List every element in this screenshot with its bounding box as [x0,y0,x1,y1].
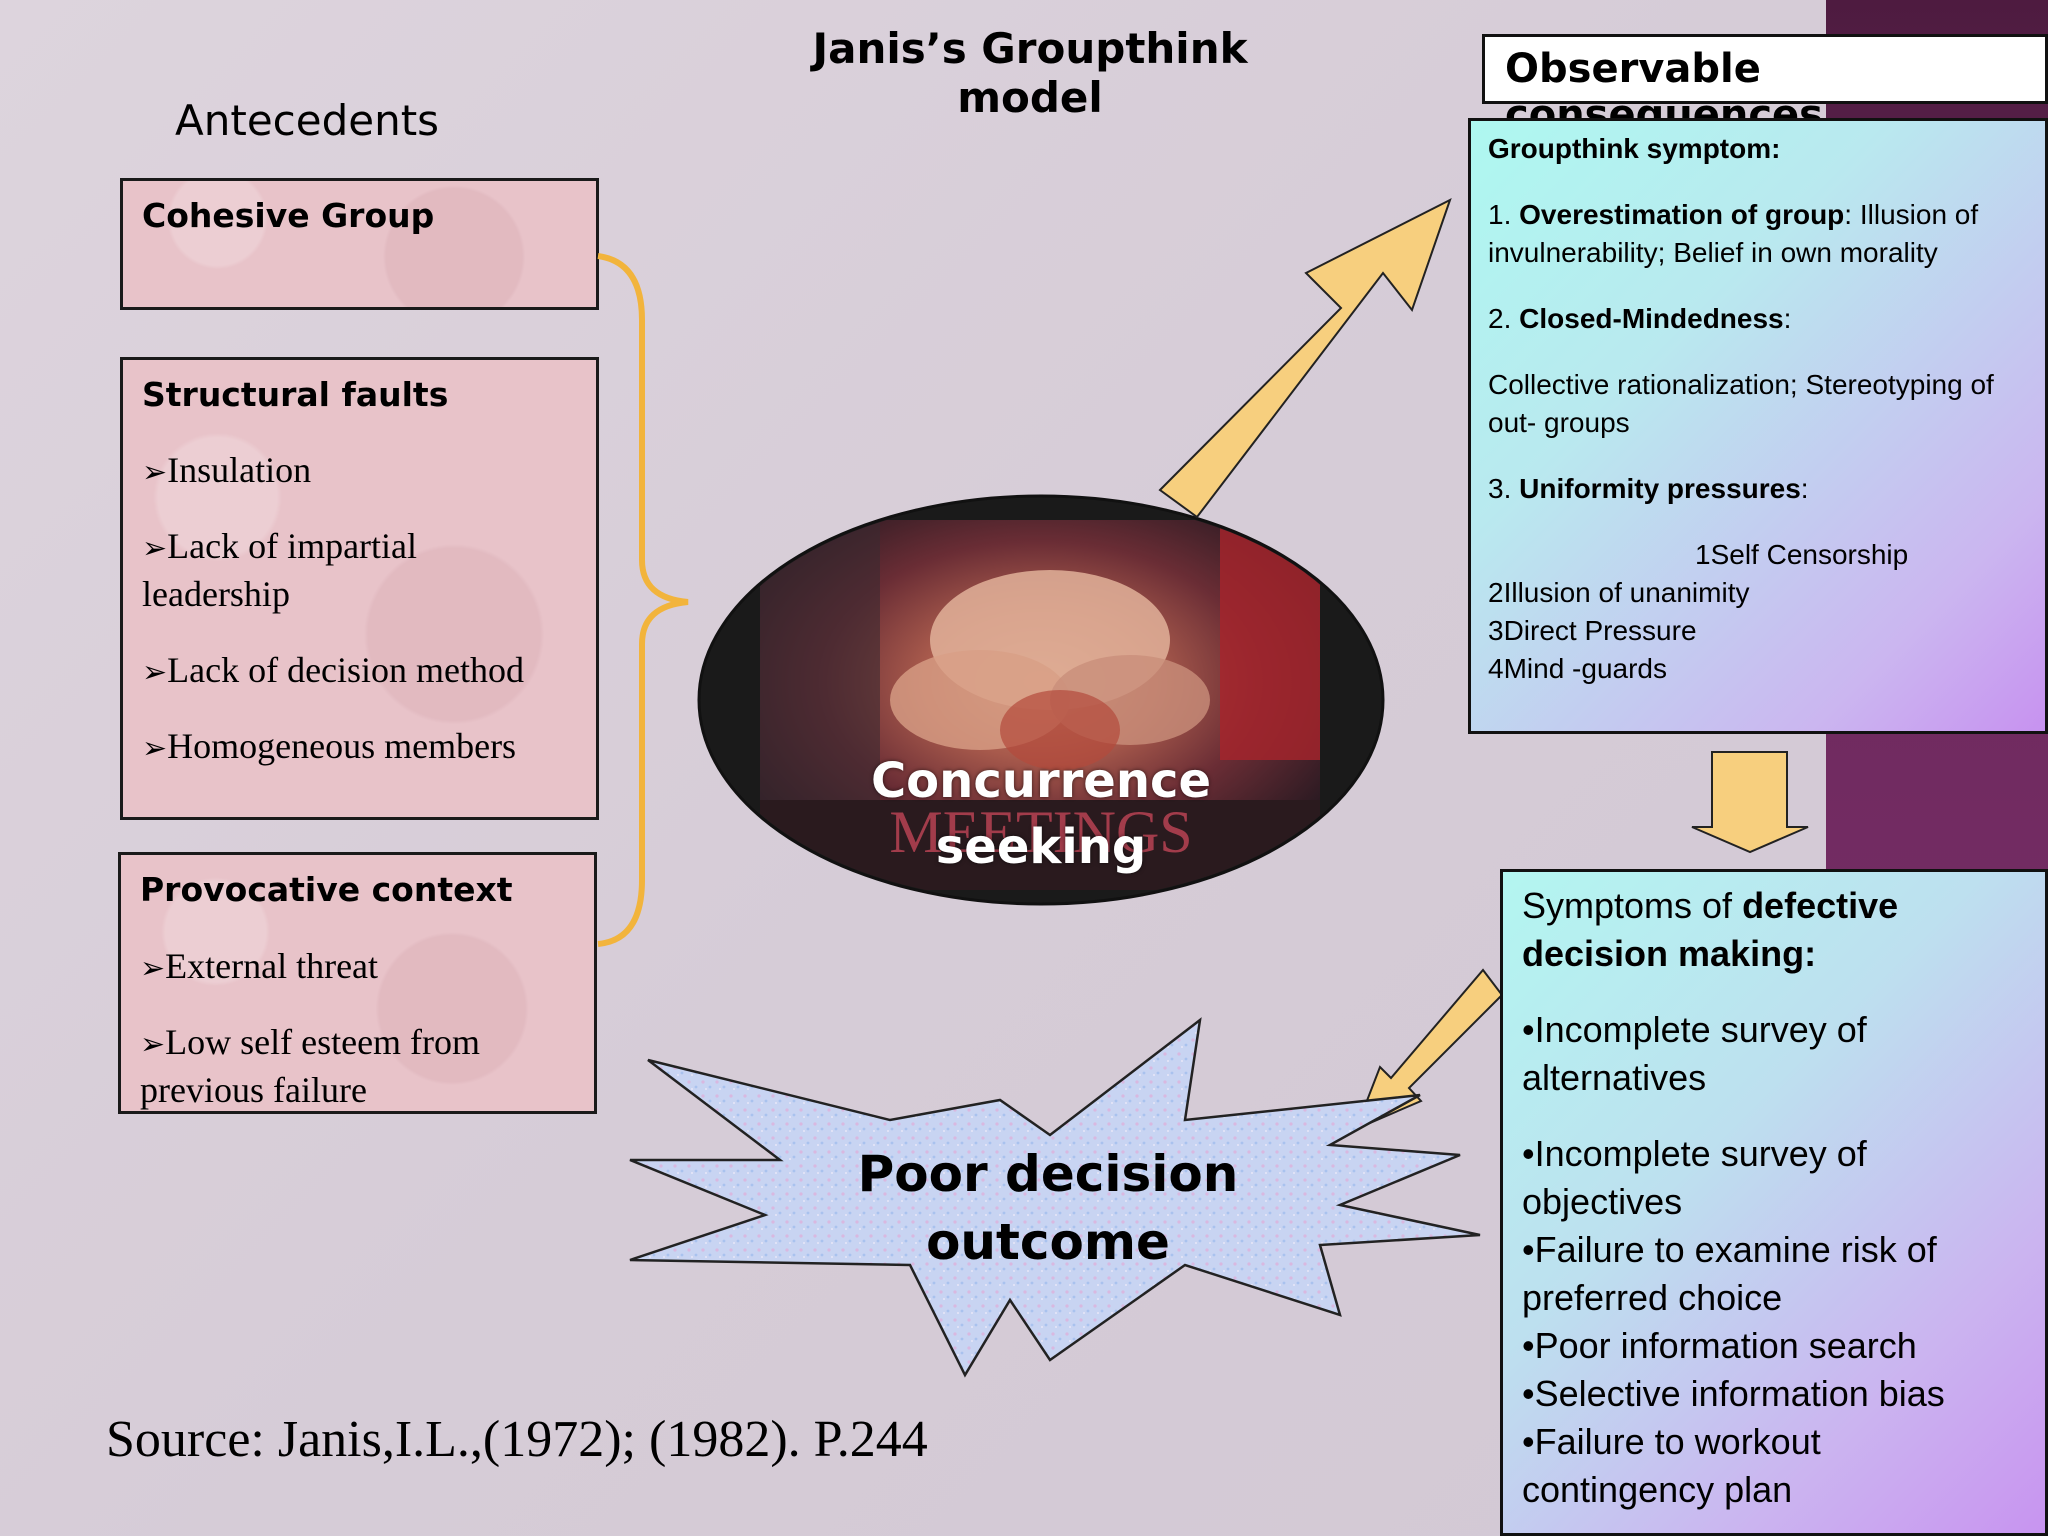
provocative-item: ➢External threat [140,946,379,986]
structural-item: ➢Lack of decision method [142,650,525,690]
cohesive-group-heading: Cohesive Group [142,196,435,235]
arrowhead-bullet-icon: ➢ [142,656,168,689]
structural-item: ➢Insulation [142,450,312,490]
structural-item: ➢Homogeneous members [142,726,517,766]
symptom-2: 2. Closed-Mindedness: [1488,303,1792,334]
grouping-brace [597,253,689,947]
provocative-item-continued: previous failure [140,1070,367,1110]
arrowhead-bullet-icon: ➢ [140,1028,166,1061]
poor-outcome-starburst [629,1017,1481,1378]
arrowhead-bullet-icon: ➢ [142,732,168,765]
source-citation: Source: Janis,I.L.,(1972); (1982). P.244 [106,1411,928,1468]
uniformity-item: 4Mind -guards [1488,653,1667,684]
defective-heading: Symptoms of defective [1522,885,1899,926]
defective-item: contingency plan [1522,1469,1793,1510]
symptom-heading: Groupthink symptom: [1488,133,1781,164]
concurrence-seeking-label: Concurrence seeking [841,748,1241,880]
structural-faults-heading: Structural faults [142,375,449,414]
groupthink-symptom-box [1468,118,2048,734]
defective-decision-box [1500,869,2048,1536]
center-label-line1: Concurrence [870,753,1212,809]
symptom-3: 3. Uniformity pressures: [1488,473,1809,504]
arrowhead-bullet-icon: ➢ [142,532,168,565]
arrowhead-bullet-icon: ➢ [142,456,168,489]
slide-title: Janis’s Groupthink model [812,24,1248,122]
arrow-to-outcome [1354,968,1504,1131]
symptom-1-line2: invulnerability; Belief in own morality [1488,237,1938,268]
defective-item: •Selective information bias [1522,1373,1945,1414]
poor-decision-outcome-label: Poor decision outcome [848,1140,1248,1276]
provocative-context-box [118,852,597,1114]
symptom-2-detail-line2: out- groups [1488,407,1630,438]
photo-caption: MEETINGS [889,799,1192,865]
arrow-down-to-defective [1691,751,1809,854]
provocative-context-heading: Provocative context [140,870,513,909]
defective-item: •Poor information search [1522,1325,1917,1366]
defective-heading-line2: decision making: [1522,933,1817,974]
consequences-heading-box [1482,34,2048,104]
antecedents-heading: Antecedents [175,96,440,145]
arrowhead-bullet-icon: ➢ [140,952,166,985]
structural-faults-box [120,357,599,820]
center-label-line2: seeking [935,819,1147,875]
outcome-line1: Poor decision [857,1145,1239,1203]
symptom-2-detail: Collective rationalization; Stereotyping… [1488,369,1994,400]
outcome-line2: outcome [926,1213,1170,1271]
uniformity-item: 2Illusion of unanimity [1488,577,1750,608]
uniformity-item: 3Direct Pressure [1488,615,1697,646]
structural-item-continued: leadership [142,574,290,614]
structural-item: ➢Lack of impartial [142,526,418,566]
arrow-to-consequences [1158,197,1452,519]
defective-item: objectives [1522,1181,1683,1222]
cohesive-group-box [120,178,599,310]
defective-item: •Incomplete survey of [1522,1009,1867,1050]
uniformity-item: 1Self Censorship [1695,539,1909,570]
defective-item: •Failure to examine risk of [1522,1229,1937,1270]
defective-item: preferred choice [1522,1277,1783,1318]
provocative-item: ➢Low self esteem from [140,1022,481,1062]
symptom-1: 1. Overestimation of group: Illusion of [1488,199,1979,230]
defective-item: alternatives [1522,1057,1707,1098]
defective-item: •Incomplete survey of [1522,1133,1867,1174]
defective-item: •Failure to workout [1522,1421,1821,1462]
